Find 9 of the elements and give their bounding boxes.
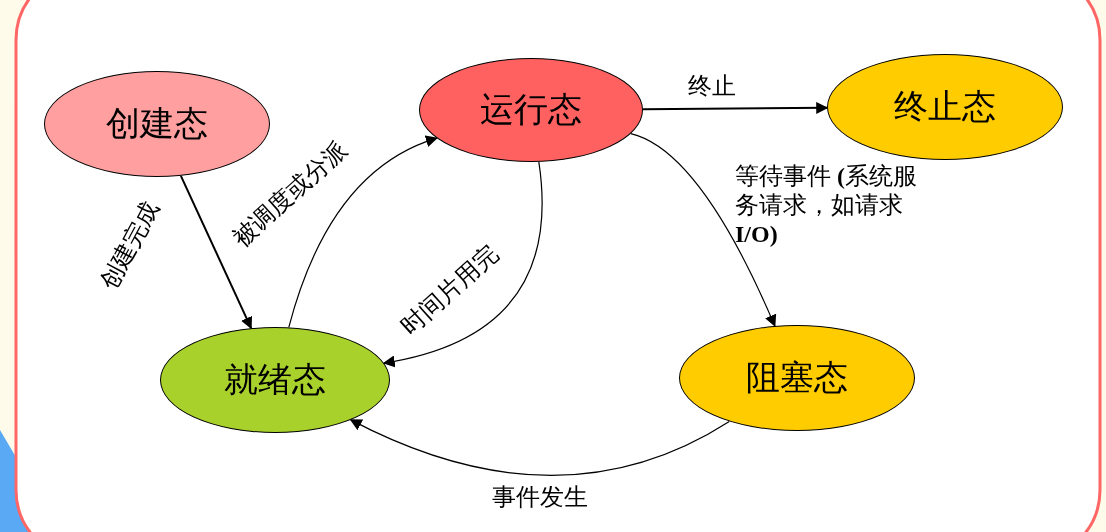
arrow [288, 136, 438, 328]
edge-label: 事件发生 [492, 482, 588, 512]
edge-label: 时间片用完 [395, 239, 504, 341]
arrow [382, 161, 543, 367]
edge-label: 终止 [688, 71, 736, 101]
edge-label: 创建完成 [94, 195, 165, 295]
arrow [349, 419, 730, 476]
arrow [642, 101, 829, 114]
edge-label: 等待事件 (系统服务请求，如请求I/O) [735, 162, 918, 249]
